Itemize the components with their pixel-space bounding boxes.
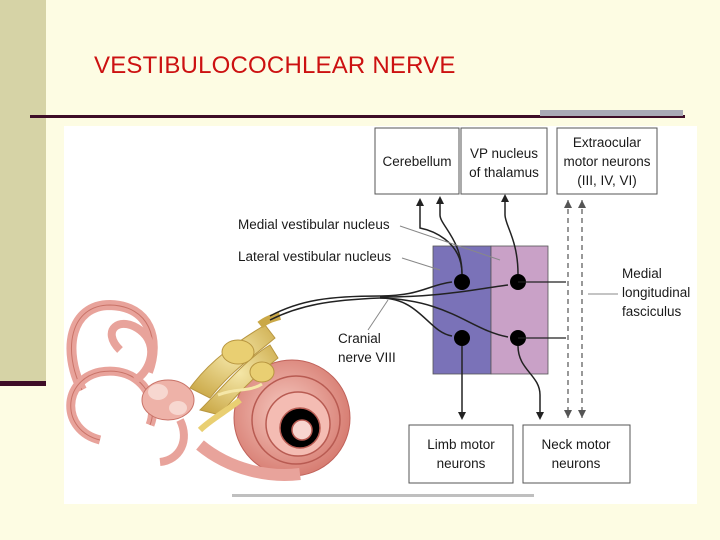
vp-nucleus-label-line2: of thalamus (469, 165, 539, 180)
mlf-label-line2: longitudinal (622, 285, 690, 300)
fiber-to-lateral-neuron-2 (379, 284, 509, 298)
slide-title: VESTIBULOCOCHLEAR NERVE (94, 52, 456, 79)
lateral-vestibular-nucleus-block (490, 245, 549, 375)
tract-to-thalamus (501, 194, 519, 275)
lateral-vestibular-nucleus-label: Lateral vestibular nucleus (238, 249, 391, 264)
extraocular-label-line1: Extraocular (573, 135, 642, 150)
medial-vestibular-nucleus-label: Medial vestibular nucleus (238, 217, 390, 232)
title-underline-accent (540, 110, 683, 116)
limb-motor-label-line2: neurons (437, 456, 486, 471)
lateral-nucleus-leader (401, 257, 441, 271)
limb-motor-label-line1: Limb motor (427, 437, 495, 452)
extraocular-label-line2: motor neurons (563, 154, 650, 169)
neck-motor-label-line1: Neck motor (541, 437, 611, 452)
inner-ear-illustration (66, 299, 351, 481)
image-credit-line (232, 494, 534, 497)
left-decor-band (0, 0, 46, 383)
title-underline (30, 115, 685, 118)
cranial-nerve-label-line1: Cranial (338, 331, 381, 346)
nerve-viii-fiber (269, 297, 381, 321)
neck-motor-label-line2: neurons (552, 456, 601, 471)
mlf-label-line1: Medial (622, 266, 662, 281)
left-decor-stroke (0, 381, 46, 386)
medial-nucleus-leader (399, 225, 501, 261)
cranial-nerve-leader (367, 299, 389, 331)
vp-nucleus-box (460, 127, 548, 195)
limb-motor-box (408, 424, 514, 484)
cerebellum-label: Cerebellum (382, 154, 451, 169)
fiber-to-medial-neuron-2 (379, 297, 509, 338)
tract-to-cerebellum-2 (436, 196, 463, 275)
neck-motor-box (522, 424, 631, 484)
nerve-viii-fiber (269, 295, 381, 317)
extraocular-label-line3: (III, IV, VI) (577, 173, 637, 188)
cerebellum-box (374, 127, 460, 195)
neuron-1 (454, 274, 470, 290)
fiber-to-lateral-neuron (379, 281, 453, 297)
cranial-nerve-label-line2: nerve VIII (338, 350, 396, 365)
tract-to-neck-motor (517, 345, 544, 420)
mlf-label-line3: fasciculus (622, 304, 682, 319)
extraocular-box (556, 127, 658, 195)
neuron-3 (454, 330, 470, 346)
vp-nucleus-label-line1: VP nucleus (470, 146, 538, 161)
